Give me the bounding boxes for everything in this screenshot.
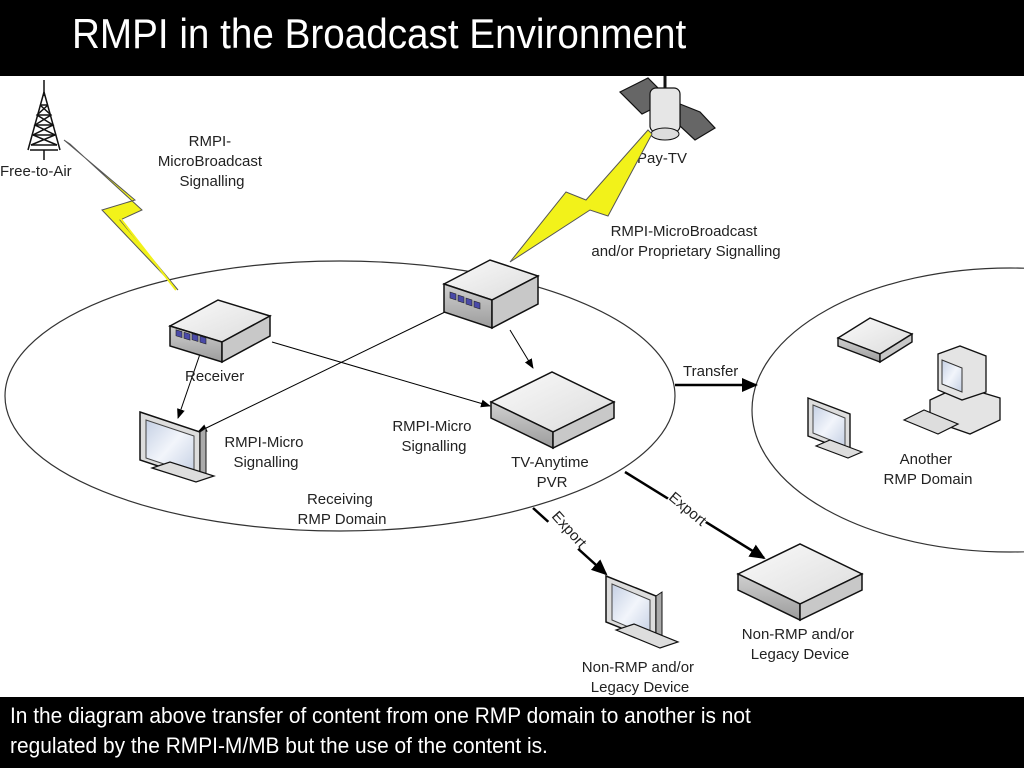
tv-monitor-icon xyxy=(139,410,216,483)
lightning-bolt-paytv xyxy=(509,129,653,263)
legacy-box-label: Non-RMP and/or Legacy Device xyxy=(742,626,858,663)
title-bar: RMPI in the Broadcast Environment xyxy=(0,0,1024,76)
receiving-domain-ellipse xyxy=(4,260,676,532)
legacy-tv-label: Non-RMP and/or Legacy Device xyxy=(582,659,698,696)
receiver-to-tv-arrow xyxy=(177,353,201,419)
tower-icon xyxy=(27,80,61,160)
slide-title: RMPI in the Broadcast Environment xyxy=(72,10,687,57)
set-top-box-icon xyxy=(442,259,540,330)
micro-signalling-center-label: RMPI-Micro Signalling xyxy=(392,418,475,455)
another-domain-ellipse xyxy=(751,267,1024,553)
another-domain-box-icon xyxy=(836,317,914,364)
receiver-device-icon xyxy=(168,299,272,364)
fta-signal-label: RMPI- MicroBroadcast Signalling xyxy=(158,133,266,190)
free-to-air-label: Free-to-Air xyxy=(0,163,72,180)
pvr-label: TV-Anytime PVR xyxy=(511,454,593,491)
another-domain-label: Another RMP Domain xyxy=(884,451,973,488)
broadcast-diagram: Free-to-Air RMPI- MicroBroadcast Signall… xyxy=(0,76,1024,696)
legacy-tv-icon xyxy=(605,574,680,649)
stb-to-pvr-arrow xyxy=(509,329,534,369)
satellite-icon xyxy=(618,76,716,141)
pvr-device-icon xyxy=(489,371,616,450)
receiver-label: Receiver xyxy=(185,368,244,385)
micro-signalling-left-label: RMPI-Micro Signalling xyxy=(224,434,307,471)
paytv-signal-label: RMPI-MicroBroadcast and/or Proprietary S… xyxy=(591,223,780,260)
caption-line-2: regulated by the RMPI-M/MB but the use o… xyxy=(10,733,548,758)
slide-caption: In the diagram above transfer of content… xyxy=(10,701,751,761)
pay-tv-label: Pay-TV xyxy=(637,150,687,167)
legacy-box-icon xyxy=(736,543,864,622)
caption-line-1: In the diagram above transfer of content… xyxy=(10,703,751,728)
receiver-to-pvr-arrow xyxy=(271,341,491,408)
stb-to-tv-arrow xyxy=(197,311,446,433)
desktop-computer-icon xyxy=(902,345,1001,435)
caption-bar: In the diagram above transfer of content… xyxy=(0,697,1024,768)
transfer-label: Transfer xyxy=(683,363,738,380)
receiving-domain-label: Receiving RMP Domain xyxy=(298,491,387,528)
another-domain-tv-icon xyxy=(807,396,864,459)
